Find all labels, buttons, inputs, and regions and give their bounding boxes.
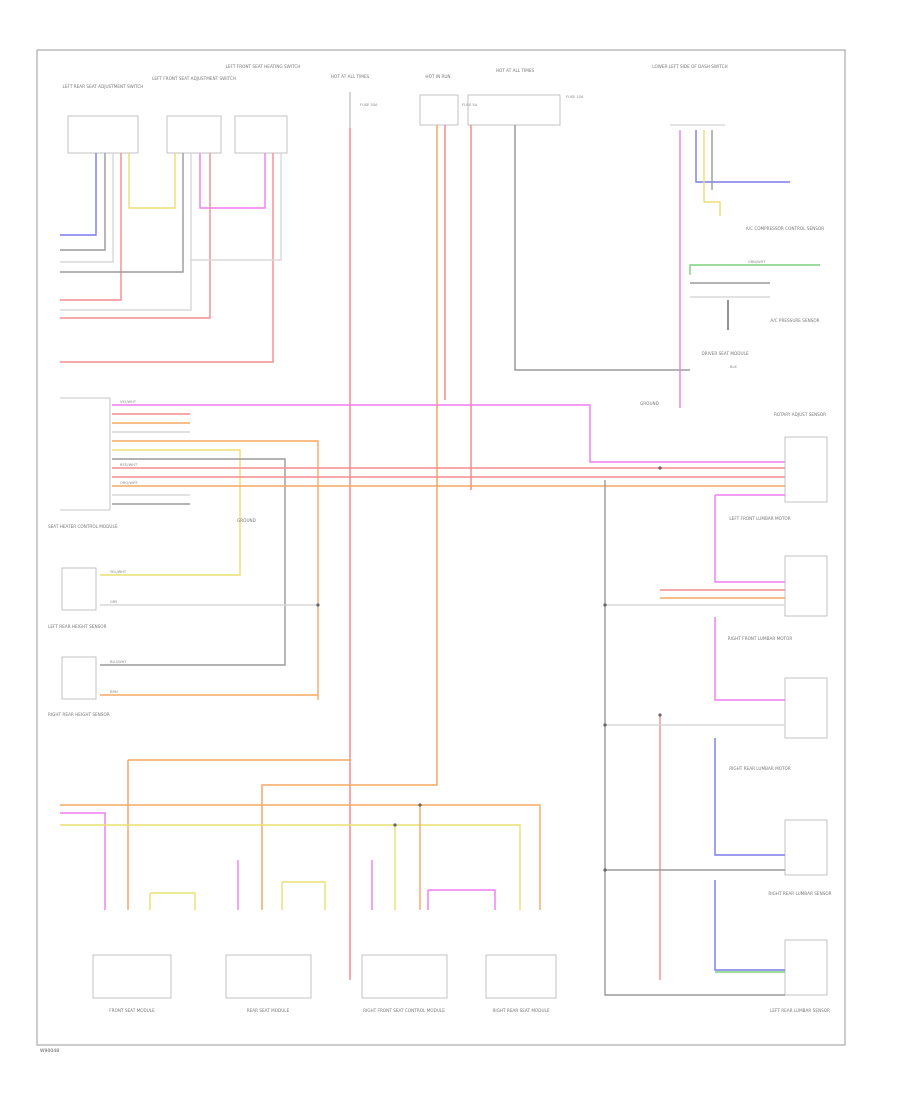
- svg-text:GROUND: GROUND: [640, 401, 659, 406]
- bottom-bus: [60, 804, 541, 910]
- svg-text:LEFT FRONT SEAT HEATING SWITCH: LEFT FRONT SEAT HEATING SWITCH: [226, 64, 301, 69]
- svg-text:HOT AT ALL TIMES: HOT AT ALL TIMES: [496, 68, 535, 73]
- wire-labels: VIO/WHT RED/WHT ORG/WHT YEL/WHT BLU/WHT …: [110, 260, 766, 694]
- right-stack-5: RIGHT REAR LUMBAR SENSOR: [768, 891, 832, 996]
- svg-text:LEFT REAR SEAT ADJUSTMENT SWIT: LEFT REAR SEAT ADJUSTMENT SWITCH: [63, 84, 144, 89]
- svg-text:HOT AT ALL TIMES: HOT AT ALL TIMES: [331, 74, 370, 79]
- right-wires: [604, 480, 785, 996]
- ground-2: GROUND: [640, 401, 659, 406]
- svg-text:REAR SEAT MODULE: REAR SEAT MODULE: [247, 1008, 290, 1013]
- svg-text:ORG/WHT: ORG/WHT: [120, 481, 139, 485]
- svg-text:LEFT FRONT LUMBAR MOTOR: LEFT FRONT LUMBAR MOTOR: [729, 516, 790, 521]
- svg-text:FUSE 5A: FUSE 5A: [462, 103, 478, 107]
- svg-text:LEFT FRONT SEAT ADJUSTMENT SWI: LEFT FRONT SEAT ADJUSTMENT SWITCH: [152, 76, 236, 81]
- diagram-frame: [36, 49, 846, 1046]
- svg-text:SEAT HEATER CONTROL MODULE: SEAT HEATER CONTROL MODULE: [48, 524, 118, 529]
- svg-text:LOWER LEFT SIDE OF DASH SWITCH: LOWER LEFT SIDE OF DASH SWITCH: [652, 64, 727, 69]
- svg-text:BRN: BRN: [110, 690, 118, 694]
- svg-text:BLK: BLK: [730, 365, 737, 369]
- svg-text:VIO/WHT: VIO/WHT: [120, 400, 137, 404]
- fuse-3: HOT AT ALL TIMES FUSE 10A: [467, 68, 584, 126]
- svg-text:ROTARY ADJUST SENSOR: ROTARY ADJUST SENSOR: [774, 412, 826, 417]
- right-stack-2: LEFT FRONT LUMBAR MOTOR: [729, 516, 828, 617]
- svg-text:BLU/WHT: BLU/WHT: [110, 660, 127, 664]
- top-left-switch-2: LEFT FRONT SEAT ADJUSTMENT SWITCH: [152, 76, 236, 154]
- right-sensor-3: DRIVER SEAT MODULE: [701, 351, 748, 356]
- junction-dots: [316, 466, 662, 872]
- svg-text:YEL/WHT: YEL/WHT: [110, 570, 127, 574]
- left-rear-height-sensor: LEFT REAR HEIGHT SENSOR: [48, 567, 107, 629]
- svg-text:LEFT REAR LUMBAR SENSOR: LEFT REAR LUMBAR SENSOR: [770, 1008, 830, 1013]
- svg-text:RIGHT REAR LUMBAR MOTOR: RIGHT REAR LUMBAR MOTOR: [729, 766, 791, 771]
- top-left-switch-3: LEFT FRONT SEAT HEATING SWITCH: [226, 64, 301, 154]
- bottom-module-2: REAR SEAT MODULE: [225, 954, 312, 1013]
- svg-text:FUSE 30A: FUSE 30A: [360, 103, 378, 107]
- bottom-module-1: FRONT SEAT MODULE: [92, 954, 172, 1013]
- right-sensor-2: A/C PRESSURE SENSOR: [770, 318, 819, 323]
- svg-text:RIGHT REAR HEIGHT SENSOR: RIGHT REAR HEIGHT SENSOR: [48, 712, 110, 717]
- top-right-switch: LOWER LEFT SIDE OF DASH SWITCH: [652, 64, 728, 126]
- module-wires: [100, 404, 785, 700]
- svg-text:GRY: GRY: [110, 600, 118, 604]
- ground-1: GROUND: [237, 518, 256, 523]
- top-right-wires: [679, 130, 820, 408]
- top-left-switch-1: LEFT REAR SEAT ADJUSTMENT SWITCH: [63, 84, 144, 154]
- right-rear-height-sensor: RIGHT REAR HEIGHT SENSOR: [48, 656, 110, 717]
- svg-text:RIGHT FRONT LUMBAR MOTOR: RIGHT FRONT LUMBAR MOTOR: [728, 636, 793, 641]
- right-stack-1: ROTARY ADJUST SENSOR: [774, 412, 828, 503]
- top-left-wires: [60, 153, 282, 363]
- svg-text:LEFT REAR HEIGHT SENSOR: LEFT REAR HEIGHT SENSOR: [48, 624, 107, 629]
- bottom-module-3: RIGHT FRONT SEAT CONTROL MODULE: [361, 954, 448, 1013]
- svg-text:A/C COMPRESSOR CONTROL SENSOR: A/C COMPRESSOR CONTROL SENSOR: [746, 226, 824, 231]
- svg-text:DRIVER SEAT MODULE: DRIVER SEAT MODULE: [701, 351, 748, 356]
- svg-text:RIGHT REAR LUMBAR SENSOR: RIGHT REAR LUMBAR SENSOR: [768, 891, 831, 896]
- bottom-module-4: RIGHT REAR SEAT MODULE: [485, 954, 557, 1013]
- footer-code: W90048: [40, 1048, 59, 1054]
- right-stack-6: LEFT REAR LUMBAR SENSOR: [770, 1008, 830, 1013]
- right-stack-4: RIGHT REAR LUMBAR MOTOR: [729, 766, 828, 876]
- seat-heater-control-module: SEAT HEATER CONTROL MODULE: [48, 397, 118, 529]
- fuse-2: HOT IN RUN FUSE 5A: [419, 74, 478, 126]
- svg-text:FRONT SEAT MODULE: FRONT SEAT MODULE: [109, 1008, 155, 1013]
- svg-text:HOT IN RUN: HOT IN RUN: [425, 74, 450, 79]
- svg-text:RIGHT FRONT SEAT CONTROL MODUL: RIGHT FRONT SEAT CONTROL MODULE: [363, 1008, 445, 1013]
- svg-text:A/C PRESSURE SENSOR: A/C PRESSURE SENSOR: [770, 318, 819, 323]
- svg-text:RIGHT REAR SEAT MODULE: RIGHT REAR SEAT MODULE: [493, 1008, 550, 1013]
- svg-text:GRN/WHT: GRN/WHT: [748, 260, 766, 264]
- fuse-1: HOT AT ALL TIMES FUSE 30A: [331, 74, 378, 128]
- right-stack-3: RIGHT FRONT LUMBAR MOTOR: [728, 636, 828, 739]
- svg-text:GROUND: GROUND: [237, 518, 256, 523]
- right-sensor-1: A/C COMPRESSOR CONTROL SENSOR: [746, 226, 824, 231]
- svg-text:FUSE 10A: FUSE 10A: [566, 95, 584, 99]
- svg-text:RED/WHT: RED/WHT: [120, 463, 138, 467]
- feed-wires: [127, 125, 690, 980]
